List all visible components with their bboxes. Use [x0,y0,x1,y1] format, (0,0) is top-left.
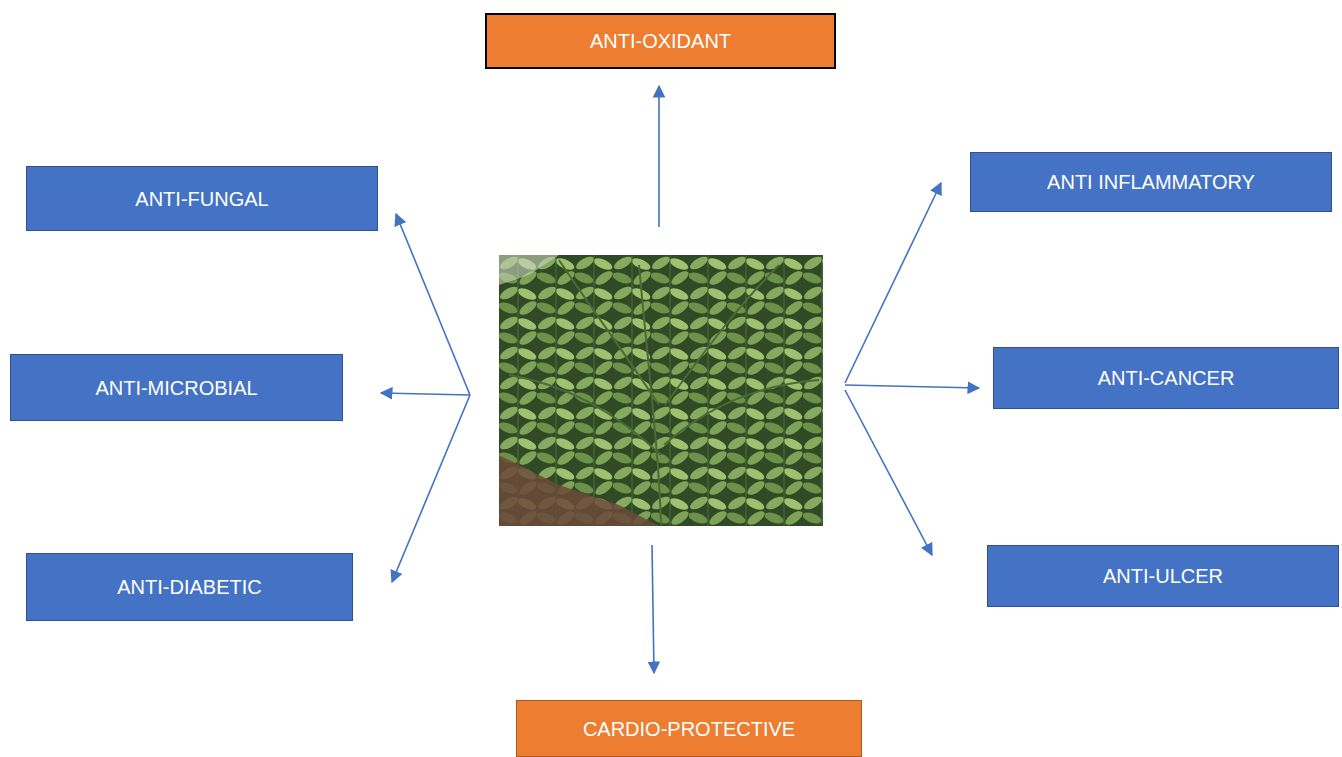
leader-arrow [396,214,470,395]
highlight-box: CARDIO-PROTECTIVE [516,700,862,757]
leader-arrow [845,390,932,555]
property-box: ANTI-MICROBIAL [10,354,343,421]
leader-arrow [381,393,470,395]
property-box: ANTI INFLAMMATORY [970,152,1332,212]
highlight-box: ANTI-OXIDANT [485,13,836,69]
leader-arrow [845,183,941,383]
box-label: ANTI INFLAMMATORY [1047,170,1255,194]
box-label: ANTI-ULCER [1103,564,1223,588]
box-label: ANTI-MICROBIAL [95,376,257,400]
box-label: ANTI-OXIDANT [590,29,731,53]
property-box: ANTI-ULCER [987,545,1339,607]
box-label: ANTI-CANCER [1098,366,1235,390]
leader-arrow [658,86,660,227]
leader-arrow [392,395,470,582]
leader-arrow [652,545,654,673]
box-label: ANTI-DIABETIC [117,575,261,599]
box-label: ANTI-FUNGAL [135,187,268,211]
property-box: ANTI-FUNGAL [26,166,378,231]
property-box: ANTI-DIABETIC [26,553,353,621]
leader-arrow [845,385,979,388]
box-label: CARDIO-PROTECTIVE [583,717,795,741]
property-box: ANTI-CANCER [993,347,1339,409]
